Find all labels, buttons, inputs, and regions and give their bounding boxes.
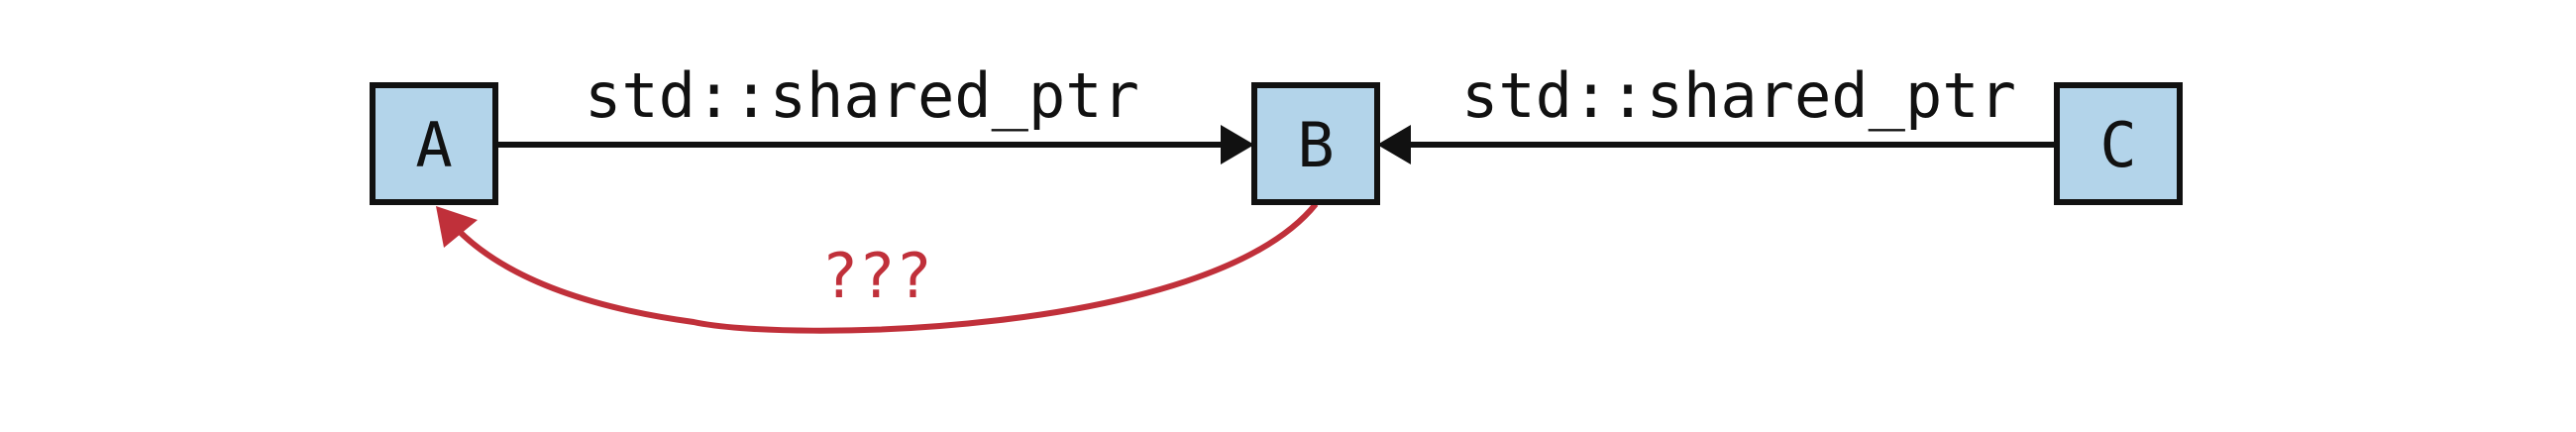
edge-b-to-a-label: ??? xyxy=(821,240,932,312)
node-a-label: A xyxy=(415,109,452,181)
node-b-box xyxy=(1251,82,1380,205)
node-a: A xyxy=(370,82,498,205)
edge-c-to-b-arrowhead xyxy=(1377,125,1411,164)
node-c-label: C xyxy=(2099,109,2136,181)
edge-b-to-a: ??? xyxy=(436,202,1319,334)
edge-b-to-a-curve xyxy=(455,202,1319,334)
node-c: C xyxy=(2054,82,2183,205)
edge-a-to-b: std::shared_ptr xyxy=(495,59,1254,164)
node-a-box xyxy=(370,82,498,205)
edge-c-to-b: std::shared_ptr xyxy=(1377,59,2057,164)
edge-a-to-b-label: std::shared_ptr xyxy=(585,59,1139,132)
node-b: B xyxy=(1251,82,1380,205)
edge-b-to-a-arrowhead xyxy=(436,206,478,248)
edge-a-to-b-arrowhead xyxy=(1221,125,1254,164)
node-b-label: B xyxy=(1297,109,1334,181)
node-c-box xyxy=(2054,82,2183,205)
edge-c-to-b-label: std::shared_ptr xyxy=(1461,59,2016,132)
